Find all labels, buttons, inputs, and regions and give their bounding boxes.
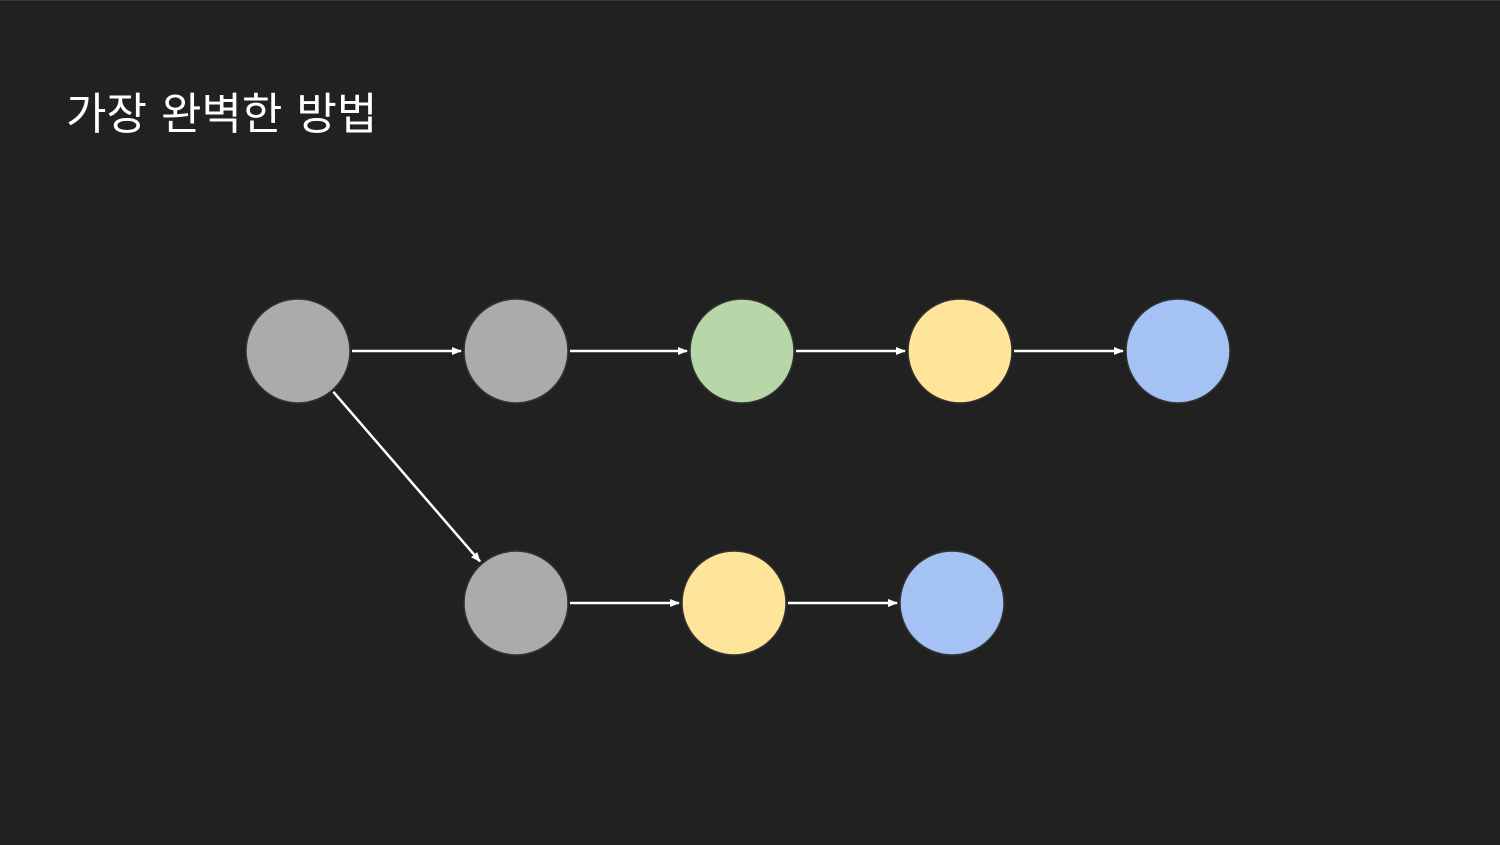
slide-title: 가장 완벽한 방법 xyxy=(66,89,378,140)
node-a5 xyxy=(1125,298,1231,404)
node-a2 xyxy=(463,298,569,404)
node-b3 xyxy=(899,550,1005,656)
node-b2 xyxy=(681,550,787,656)
arrow-a1-to-b1 xyxy=(332,390,481,563)
node-a1 xyxy=(245,298,351,404)
node-a4 xyxy=(907,298,1013,404)
node-b1 xyxy=(463,550,569,656)
nodes-layer xyxy=(245,298,1231,656)
node-a3 xyxy=(689,298,795,404)
edges-layer xyxy=(332,347,1124,607)
